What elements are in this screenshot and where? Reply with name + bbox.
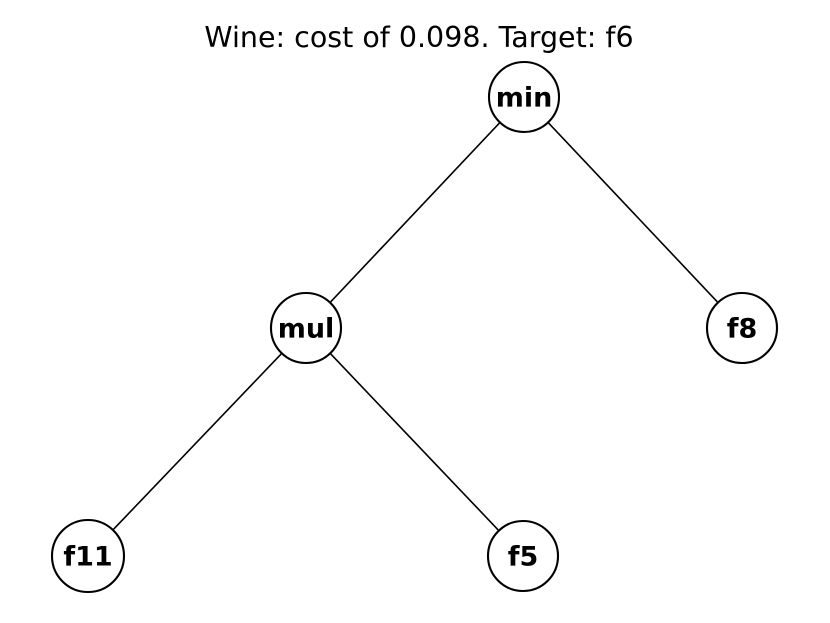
node-circle-f8 bbox=[705, 291, 779, 365]
node-label-f11: f11 bbox=[63, 542, 112, 573]
node-circle-f11 bbox=[50, 518, 126, 594]
node-label-min: min bbox=[496, 83, 553, 114]
node-circle-min bbox=[487, 60, 561, 134]
node-label-f5: f5 bbox=[508, 542, 539, 573]
tree-edge-mul-to-f5 bbox=[329, 352, 500, 532]
tree-node-f8[interactable]: f8 bbox=[705, 291, 779, 365]
node-label-mul: mul bbox=[278, 314, 335, 345]
node-circle-mul bbox=[269, 291, 343, 365]
node-circle-f5 bbox=[486, 519, 560, 593]
tree-edge-min-to-f8 bbox=[547, 121, 719, 304]
tree-node-f11[interactable]: f11 bbox=[50, 518, 126, 594]
nodes-layer: min mul f8 f11 f5 bbox=[50, 60, 779, 594]
figure-title: Wine: cost of 0.098. Target: f6 bbox=[204, 21, 633, 54]
tree-node-min[interactable]: min bbox=[487, 60, 561, 134]
node-label-f8: f8 bbox=[727, 314, 758, 345]
tree-edge-min-to-mul bbox=[329, 121, 501, 304]
edges-layer bbox=[112, 121, 719, 532]
tree-node-mul[interactable]: mul bbox=[269, 291, 343, 365]
tree-edge-mul-to-f11 bbox=[112, 352, 283, 531]
tree-node-f5[interactable]: f5 bbox=[486, 519, 560, 593]
